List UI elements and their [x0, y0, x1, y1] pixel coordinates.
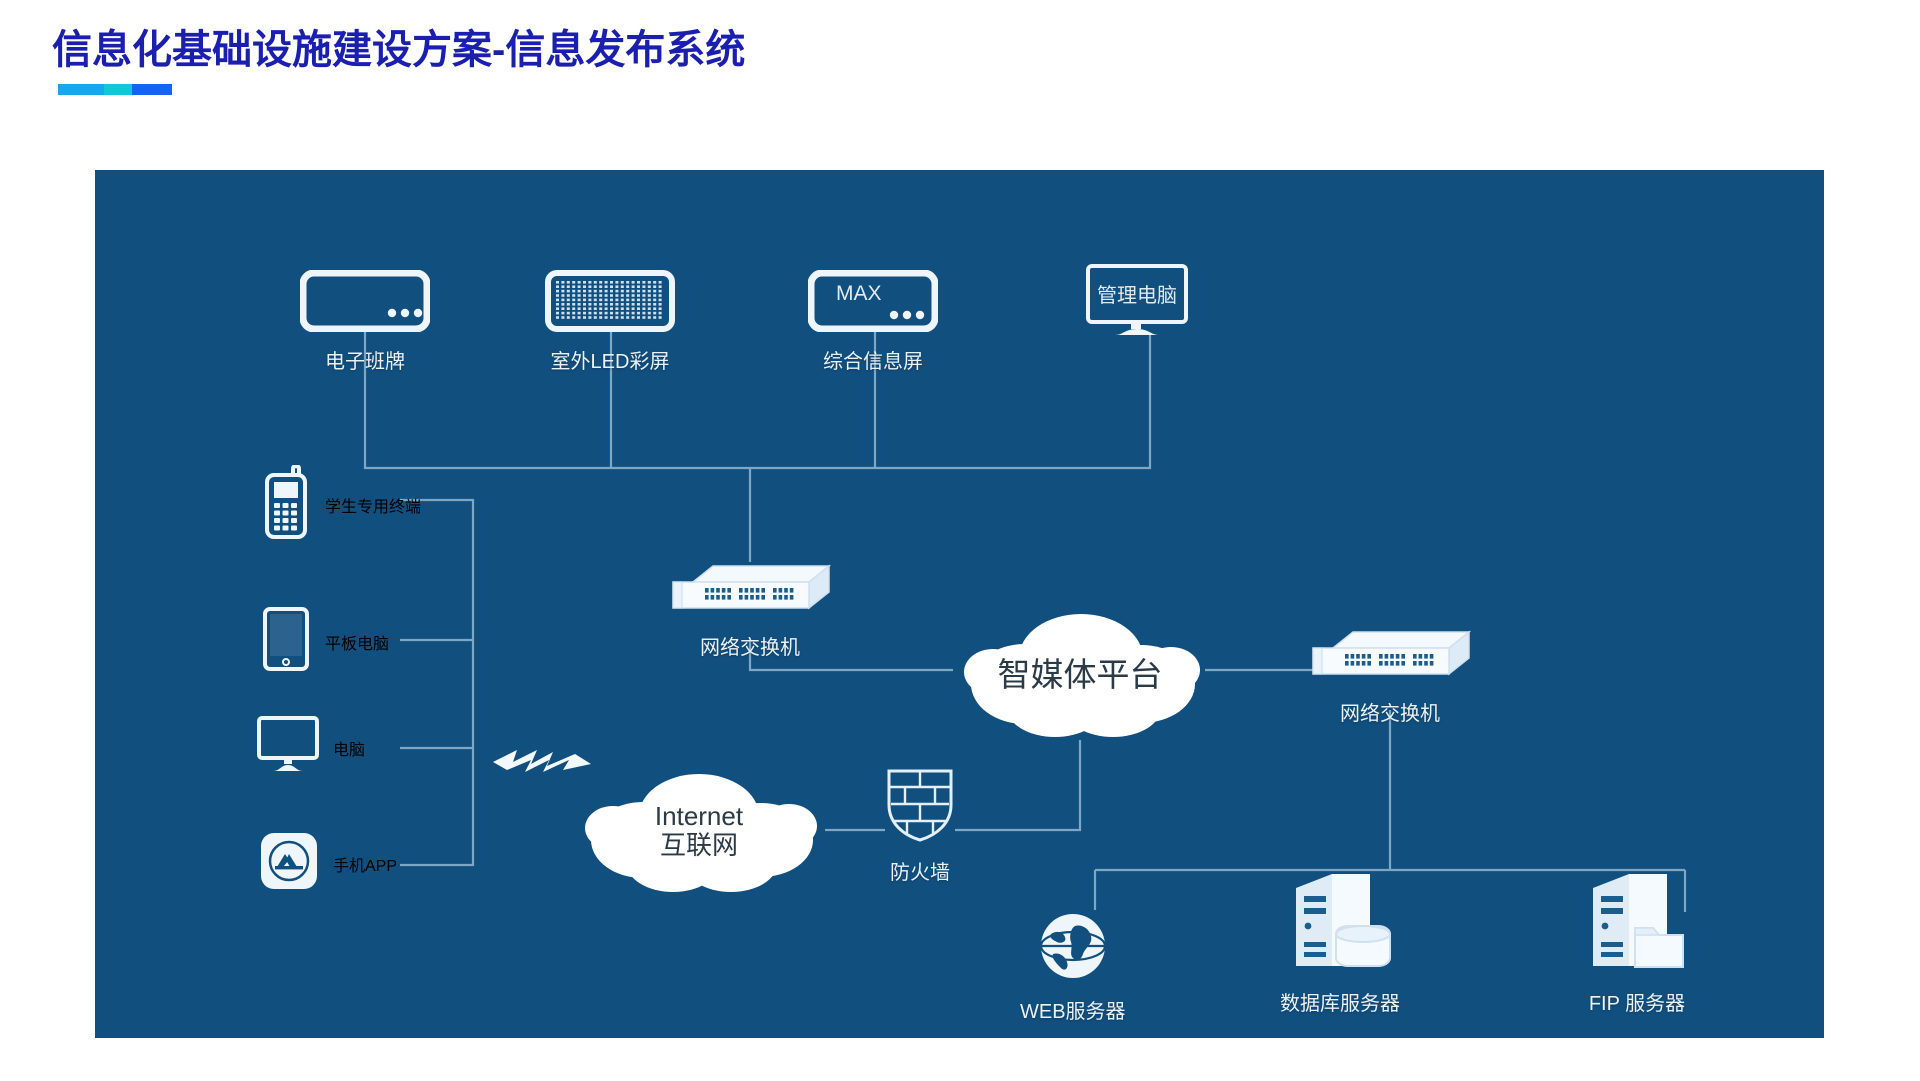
diagram-canvas: 电子班牌 室外LED彩屏 — [95, 170, 1824, 1038]
tablet-display-icon — [299, 269, 431, 337]
network-switch-icon — [1307, 628, 1473, 689]
node-management-computer[interactable]: 管理电脑 — [1085, 263, 1189, 344]
node-label: 网络交换机 — [1340, 703, 1440, 725]
node-electronic-class-sign[interactable]: 电子班牌 — [299, 269, 431, 374]
node-database-server[interactable]: 数据库服务器 — [1280, 870, 1400, 1016]
database-server-icon — [1288, 870, 1392, 979]
title-accent-bar — [58, 84, 172, 95]
node-label: 室外LED彩屏 — [550, 351, 670, 373]
accent-segment-2 — [104, 84, 132, 95]
page-title: 信息化基础设施建设方案-信息发布系统 — [52, 28, 746, 72]
wireless-lightning-icon — [491, 740, 595, 789]
node-label: 网络交换机 — [700, 637, 800, 659]
node-label: 电子班牌 — [325, 351, 405, 373]
cloud-shape-icon — [964, 614, 1200, 737]
node-label: 手机APP — [333, 857, 398, 875]
folder-server-icon — [1585, 870, 1689, 979]
node-label: 综合信息屏 — [823, 351, 923, 373]
tablet-icon — [263, 607, 309, 676]
monitor-icon: 管理电脑 — [1085, 263, 1189, 344]
app-store-icon — [261, 833, 317, 894]
node-tablet-pc[interactable]: 平板电脑 — [263, 607, 389, 676]
network-diagram-panel: 电子班牌 室外LED彩屏 — [95, 170, 1824, 1038]
node-firewall[interactable]: 防火墙 — [885, 765, 955, 885]
node-label: 防火墙 — [890, 862, 950, 884]
node-network-switch-right[interactable]: 网络交换机 — [1307, 628, 1473, 726]
node-ftp-server[interactable]: FIP 服务器 — [1585, 870, 1689, 1016]
globe-icon — [1037, 910, 1109, 987]
accent-segment-1 — [58, 84, 104, 95]
feature-phone-icon — [263, 463, 309, 544]
node-label: WEB服务器 — [1020, 1001, 1126, 1023]
node-student-terminal[interactable]: 学生专用终端 — [263, 463, 422, 544]
node-web-server[interactable]: WEB服务器 — [1020, 910, 1126, 1024]
node-label: 平板电脑 — [325, 635, 390, 653]
cloud-shape-icon — [585, 774, 817, 892]
node-media-platform-cloud[interactable]: 智媒体平台 — [953, 610, 1207, 740]
title-block: 信息化基础设施建设方案-信息发布系统 — [52, 28, 745, 95]
node-desktop-pc[interactable]: 电脑 — [257, 716, 365, 779]
node-info-display-screen[interactable]: MAX 综合信息屏 — [807, 269, 939, 374]
display-max-icon: MAX — [807, 269, 939, 337]
led-matrix-icon — [545, 270, 675, 337]
shield-brick-icon — [885, 765, 955, 848]
node-label: 电脑 — [333, 741, 366, 759]
node-internet-cloud[interactable]: Internet 互联网 — [573, 768, 825, 894]
monitor-icon — [257, 716, 319, 779]
node-outdoor-led-screen[interactable]: 室外LED彩屏 — [545, 270, 675, 374]
node-label: FIP 服务器 — [1588, 993, 1686, 1015]
node-label: 数据库服务器 — [1280, 993, 1400, 1015]
accent-segment-3 — [132, 84, 172, 95]
node-network-switch-top[interactable]: 网络交换机 — [667, 562, 833, 660]
node-label: 学生专用终端 — [325, 498, 422, 516]
node-mobile-app[interactable]: 手机APP — [261, 833, 397, 894]
network-switch-icon — [667, 562, 833, 623]
